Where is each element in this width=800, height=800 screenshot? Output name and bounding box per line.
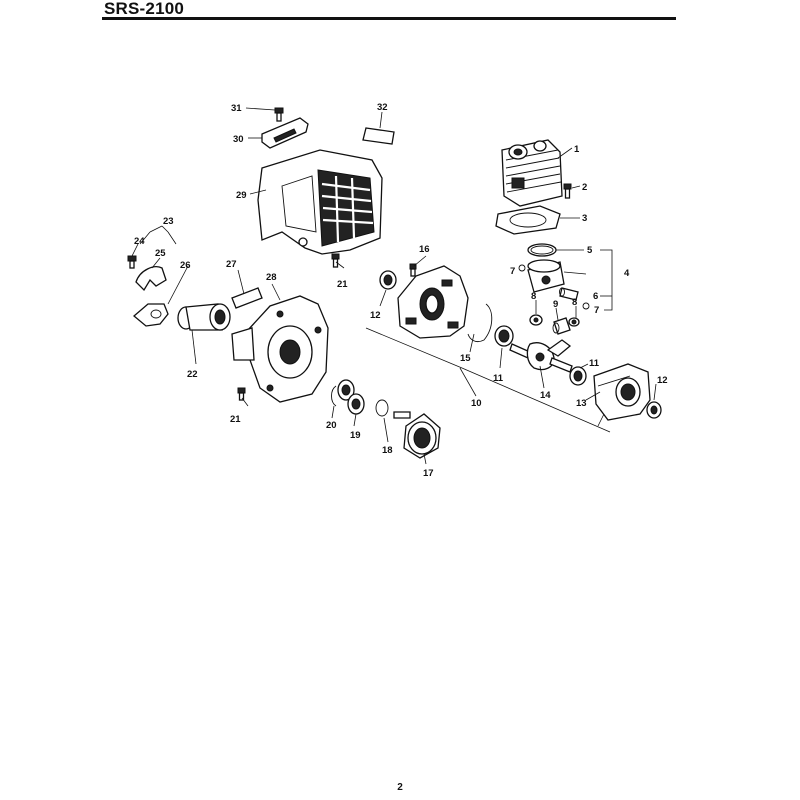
callout-7-left: 7 bbox=[510, 266, 515, 277]
title-rule bbox=[102, 17, 676, 20]
callout-25: 25 bbox=[155, 248, 166, 259]
part-28-fan-housing bbox=[231, 295, 329, 403]
part-19-bearing bbox=[337, 379, 365, 415]
part-5-piston-ring bbox=[527, 243, 557, 257]
part-11-bearing-left bbox=[494, 325, 514, 347]
callout-26: 26 bbox=[180, 260, 191, 271]
callout-11-right: 11 bbox=[589, 358, 600, 369]
callout-15: 15 bbox=[460, 353, 471, 364]
callout-8-right: 8 bbox=[572, 297, 577, 308]
part-8-washer-left bbox=[529, 314, 543, 326]
callout-30: 30 bbox=[233, 134, 244, 145]
callout-18: 18 bbox=[382, 445, 393, 456]
part-26-clamp-lower bbox=[132, 303, 169, 327]
page-number: 2 bbox=[397, 782, 403, 793]
part-31-screw bbox=[274, 107, 284, 122]
part-1-cylinder bbox=[501, 139, 563, 207]
part-12-oil-seal-left bbox=[379, 270, 397, 290]
callout-17: 17 bbox=[423, 468, 434, 479]
callout-12-left: 12 bbox=[370, 310, 381, 321]
part-3-gasket bbox=[495, 205, 561, 235]
part-11-bearing-right bbox=[569, 366, 587, 386]
leader-lines bbox=[131, 107, 657, 465]
part-29-engine-cover bbox=[257, 149, 383, 255]
part-13-crankcase-right bbox=[593, 363, 651, 421]
part-12-oil-seal-right bbox=[646, 401, 662, 419]
part-10-crankcase-left bbox=[397, 265, 469, 339]
callout-21-lower: 21 bbox=[230, 414, 241, 425]
part-30-cover-bracket bbox=[261, 117, 309, 149]
callout-8-left: 8 bbox=[531, 291, 536, 302]
part-7-circlip-left bbox=[518, 264, 526, 272]
callout-14: 14 bbox=[540, 390, 551, 401]
part-4-piston bbox=[527, 259, 565, 293]
callout-28: 28 bbox=[266, 272, 277, 283]
callout-20: 20 bbox=[326, 420, 337, 431]
part-8-washer-right bbox=[568, 317, 580, 327]
callout-4: 4 bbox=[624, 268, 630, 279]
part-27-label bbox=[231, 287, 263, 309]
part-9-needle-bearing bbox=[552, 317, 571, 335]
callout-27: 27 bbox=[226, 259, 237, 270]
part-32-label bbox=[362, 127, 395, 145]
part-20-circlip bbox=[331, 385, 337, 407]
callout-7-right: 7 bbox=[594, 305, 599, 316]
part-7-circlip-right bbox=[582, 302, 590, 310]
part-14-crankshaft bbox=[509, 339, 573, 373]
callout-23: 23 bbox=[163, 216, 174, 227]
callout-10: 10 bbox=[471, 398, 482, 409]
callout-6: 6 bbox=[593, 291, 598, 302]
callout-11-left: 11 bbox=[493, 373, 504, 384]
callout-22: 22 bbox=[187, 369, 198, 380]
part-24-screw bbox=[127, 255, 137, 269]
callout-24: 24 bbox=[134, 236, 145, 247]
part-16-screw bbox=[409, 263, 417, 277]
part-15-gasket bbox=[467, 303, 493, 343]
page-title: SRS-2100 bbox=[104, 0, 185, 18]
callout-1: 1 bbox=[574, 144, 580, 155]
callout-32: 32 bbox=[377, 102, 388, 113]
part-2-bolt bbox=[563, 183, 572, 199]
callout-3: 3 bbox=[582, 213, 587, 224]
callout-31: 31 bbox=[231, 103, 242, 114]
callout-12-right: 12 bbox=[657, 375, 668, 386]
callout-19: 19 bbox=[350, 430, 361, 441]
callout-29: 29 bbox=[236, 190, 247, 201]
callout-2: 2 bbox=[582, 182, 587, 193]
part-18-snap-ring bbox=[375, 399, 389, 417]
part-21-screw-upper bbox=[331, 253, 340, 268]
callout-9: 9 bbox=[553, 299, 558, 310]
part-17-clutch-drum bbox=[393, 411, 441, 459]
callout-5: 5 bbox=[587, 245, 593, 256]
callout-13: 13 bbox=[576, 398, 587, 409]
part-21-screw-lower bbox=[237, 387, 246, 401]
part-22-clutch-tube bbox=[177, 303, 231, 331]
part-6-piston-pin bbox=[559, 287, 579, 301]
callout-21-upper: 21 bbox=[337, 279, 348, 290]
callout-16: 16 bbox=[419, 244, 430, 255]
callout-labels: 31 30 32 29 1 2 3 5 4 6 7 7 8 8 9 16 21 … bbox=[134, 102, 668, 479]
part-25-clamp-upper bbox=[135, 266, 167, 292]
